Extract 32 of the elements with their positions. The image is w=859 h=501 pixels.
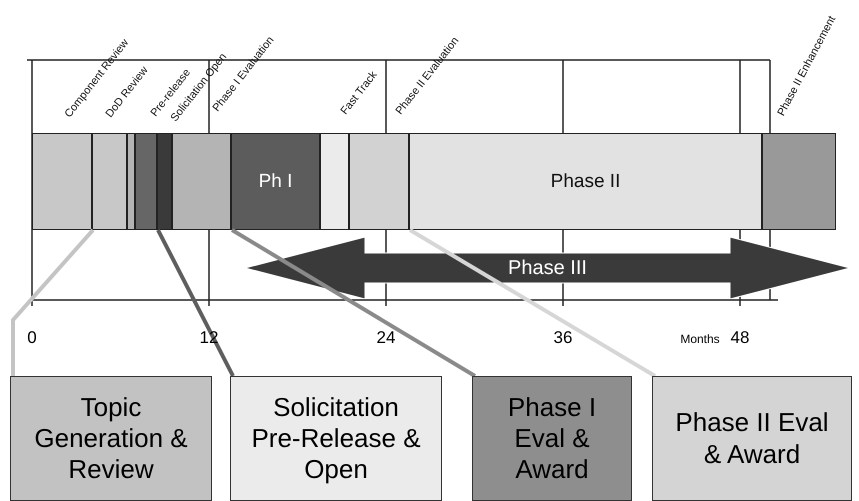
timeline-segment <box>157 133 172 230</box>
leader-line <box>408 228 656 378</box>
double-arrow <box>245 237 850 299</box>
stage-box <box>230 376 442 501</box>
timeline-segment <box>349 133 409 230</box>
stage-label: Phase II Eval & Award <box>674 407 830 470</box>
stage-label: Solicitation Pre-Release & Open <box>250 392 422 486</box>
tick-label: 24 <box>376 328 396 348</box>
arrow-label: Phase III <box>508 256 587 280</box>
tick-label: 48 <box>730 328 750 348</box>
segment-label: Phase II <box>550 170 620 192</box>
timeline-segment <box>409 133 762 230</box>
stage-box <box>10 376 212 501</box>
timeline-segment <box>127 133 135 230</box>
stage-box <box>472 376 632 501</box>
timeline-segment <box>135 133 157 230</box>
tick-label: 0 <box>27 328 37 348</box>
leader-line <box>11 228 94 376</box>
timeline-segment <box>32 133 92 230</box>
axis-unit: Months <box>680 332 720 346</box>
tick-label: 36 <box>554 328 572 348</box>
leader-line <box>156 229 235 377</box>
stage-box <box>652 376 852 501</box>
timeline-segment <box>320 133 349 230</box>
timeline-segment <box>92 133 127 230</box>
leader-line <box>230 228 476 378</box>
timeline-segment <box>231 133 320 230</box>
stage-label: Topic Generation & Review <box>33 392 189 486</box>
timeline-segment <box>172 133 231 230</box>
segment-label: Ph I <box>258 170 292 192</box>
stage-label: Phase I Eval & Award <box>506 392 598 486</box>
timeline-segment <box>762 133 836 230</box>
